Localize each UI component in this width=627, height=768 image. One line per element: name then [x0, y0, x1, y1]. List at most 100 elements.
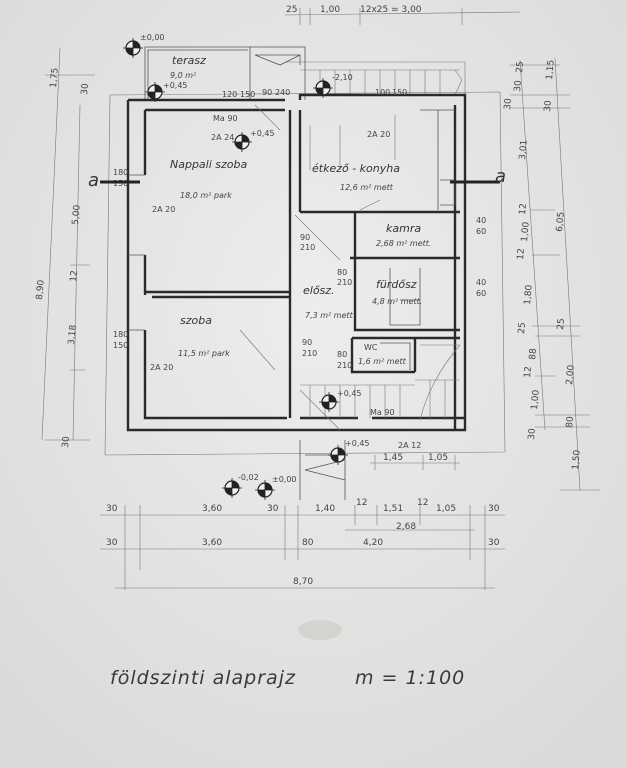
room-name: terasz	[172, 54, 206, 67]
level-marker-hall: +0,45	[318, 389, 362, 413]
opening-size: 210	[300, 243, 315, 252]
dimensions-top: 25 1,00 12x25 = 3,00	[286, 5, 422, 15]
level-label: +0,45	[337, 389, 362, 398]
room-name: szoba	[180, 314, 212, 327]
dimension-value: 1,40	[315, 504, 335, 514]
dimension-value: 12	[69, 270, 80, 282]
dimension-value: 30	[106, 538, 118, 548]
room-bathroom: fürdősz 4,8 m² mett.	[372, 278, 422, 306]
room-name: Nappali szoba	[170, 158, 248, 171]
opening-size: 90	[262, 88, 272, 97]
dimensions-entry: 1,45 1,05	[383, 453, 448, 463]
level-label: ±0,00	[272, 475, 297, 484]
dimension-value: 30	[267, 504, 279, 514]
room-name: elősz.	[303, 284, 335, 297]
dimension-value: 2,00	[565, 364, 577, 385]
opening-size: 150	[240, 90, 255, 99]
dimension-value: 30	[80, 83, 91, 96]
dimensions-right: 25 30 30 3,01 12 1,00 12 1,80 25 88 12 1…	[503, 59, 583, 470]
opening-labels: 2A 24 2A 20 2A 20 2A 20 2A 12 Ma 90 Ma 9…	[113, 88, 486, 450]
dimension-value: 30	[513, 80, 524, 93]
level-label: -0,02	[238, 473, 259, 482]
dimension-value: 2,68	[396, 522, 416, 532]
dimension-value: 1,00	[520, 221, 532, 242]
dimension-value: 1,00	[530, 389, 542, 410]
opening-size: 80	[337, 350, 347, 359]
walls	[126, 93, 467, 500]
title-text: földszinti alaprajz	[110, 667, 296, 689]
opening-size: 40	[476, 216, 486, 225]
dimension-value: 88	[528, 348, 539, 361]
opening-size: 240	[275, 88, 290, 97]
window-label: 2A 20	[150, 363, 173, 372]
dimension-value: 30	[527, 428, 538, 441]
room-pantry: kamra 2,68 m² mett.	[376, 222, 431, 248]
level-marker-ground-left: -0,02	[221, 473, 259, 499]
dimension-value: 8,70	[293, 577, 313, 587]
dimension-value: 1,00	[320, 5, 340, 15]
scale-text: m = 1:100	[355, 667, 465, 689]
dimension-value: 12	[356, 498, 367, 508]
level-marker-living: +0,45	[231, 129, 275, 153]
room-name: WC	[364, 343, 378, 352]
dimension-value: 1,05	[428, 453, 448, 463]
room-area: 7,3 m² mett	[305, 311, 354, 320]
room-area: 4,8 m² mett.	[372, 297, 422, 306]
opening-size: 60	[476, 289, 486, 298]
dimension-value: 12	[516, 248, 527, 260]
dimension-value: 12	[518, 203, 529, 215]
dimension-value: 1,80	[523, 284, 535, 305]
drawing-title: földszinti alaprajz m = 1:100	[110, 667, 465, 689]
opening-size: 120	[222, 90, 237, 99]
dimension-value: 3,01	[518, 139, 530, 160]
level-marker-terrace: +0,45	[144, 81, 188, 103]
room-name: étkező - konyha	[312, 162, 400, 175]
dimension-value: 3,60	[202, 538, 222, 548]
dimension-value: 3,60	[202, 504, 222, 514]
dimension-value: 12x25 = 3,00	[360, 5, 422, 15]
opening-size: 210	[337, 361, 352, 370]
dimension-value: 6,05	[555, 211, 567, 232]
dimension-value: 30	[543, 100, 554, 113]
window-label: 2A 12	[398, 441, 421, 450]
room-kitchen: étkező - konyha 12,6 m² mett	[312, 162, 400, 192]
door-label: Ma 90	[213, 114, 238, 123]
section-letter: a	[495, 166, 506, 187]
smudge	[298, 620, 342, 640]
dimension-value: 4,20	[363, 538, 383, 548]
dimension-value: 8,90	[35, 279, 47, 300]
dimension-value: 12	[523, 366, 534, 378]
dimension-value: 25	[517, 322, 528, 334]
dimension-value: 1,45	[383, 453, 403, 463]
room-area: 12,6 m² mett	[340, 183, 394, 192]
room-hall: elősz. 7,3 m² mett	[303, 284, 354, 320]
room-terrace: terasz 9,0 m²	[170, 54, 206, 80]
opening-size: 60	[476, 227, 486, 236]
room-name: fürdősz	[376, 278, 417, 291]
level-marker-terrace-corner: ±0,00	[122, 33, 165, 59]
level-marker-entry: +0,45	[327, 439, 370, 466]
dimension-value: 25	[286, 5, 297, 15]
window-label: 2A 20	[367, 130, 390, 139]
door-label: Ma 90	[370, 408, 395, 417]
dimension-value: 30	[106, 504, 118, 514]
opening-size: 180	[113, 168, 128, 177]
dimension-value: 3,18	[67, 324, 79, 345]
terrace-outline	[144, 46, 466, 100]
level-label: +0,45	[250, 129, 275, 138]
level-marker-rear: -2,10	[312, 73, 353, 99]
dimension-value: 30	[488, 538, 500, 548]
room-area: 2,68 m² mett.	[376, 239, 431, 248]
window-label: 2A 24	[211, 133, 234, 142]
room-name: kamra	[386, 222, 421, 235]
dimension-value: 1,15	[545, 59, 557, 80]
level-label: ±0,00	[140, 33, 165, 42]
room-area: 9,0 m²	[170, 71, 197, 80]
level-marker-ground: ±0,00	[254, 475, 297, 501]
section-letter: a	[88, 170, 99, 191]
dimension-value: 12	[417, 498, 428, 508]
opening-size: 210	[302, 349, 317, 358]
opening-size: 90	[300, 233, 310, 242]
opening-size: 150	[113, 341, 128, 350]
dimension-value: 25	[556, 318, 567, 330]
